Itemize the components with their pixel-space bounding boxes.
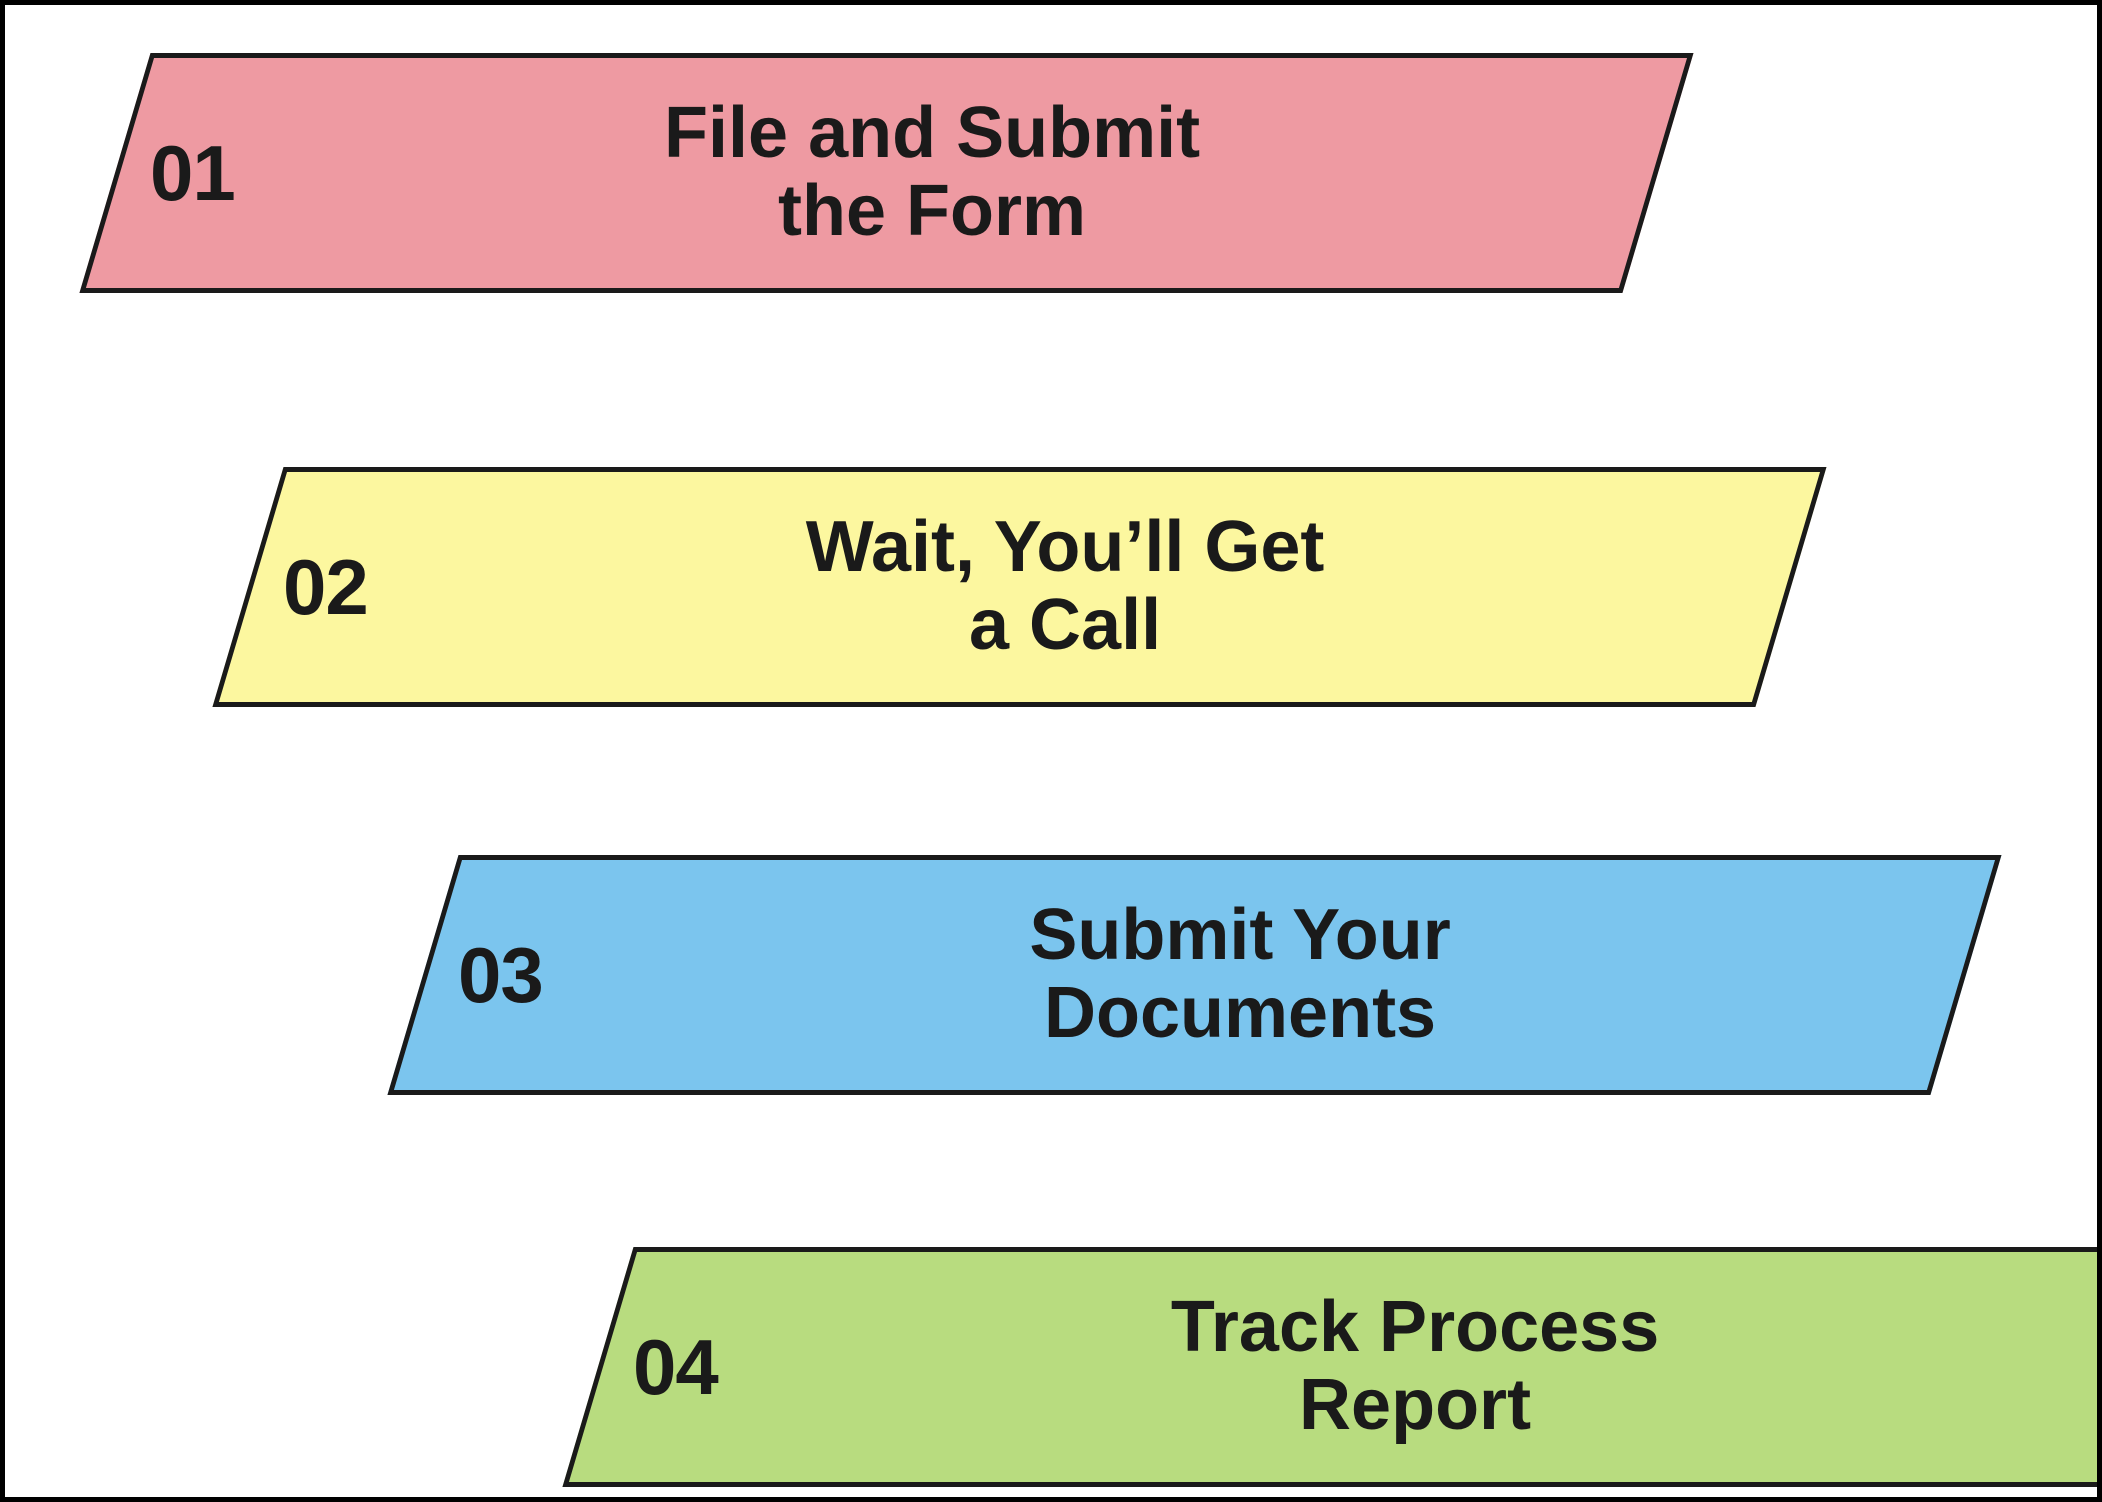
step-number-01: 01: [150, 129, 236, 218]
steps-layer: 01 File and Submit the Form 02 Wait, You’ll…: [5, 5, 2097, 1497]
process-step-03[interactable]: 03 Submit Your Documents: [387, 855, 2002, 1095]
step-label-03: Submit Your Documents: [1028, 895, 1451, 1053]
step-number-04: 04: [632, 1322, 718, 1411]
process-step-01[interactable]: 01 File and Submit the Form: [79, 53, 1694, 294]
step-number-03: 03: [457, 930, 543, 1019]
step-label-01: File and Submit the Form: [664, 93, 1201, 252]
step-label-02: Wait, You’ll Get a Call: [804, 507, 1324, 665]
process-step-04[interactable]: 04 Track Process Report: [562, 1247, 2097, 1487]
step-label-04: Track Process Report: [1170, 1287, 1659, 1445]
process-step-02[interactable]: 02 Wait, You’ll Get a Call: [212, 467, 1826, 707]
step-number-02: 02: [282, 542, 368, 631]
